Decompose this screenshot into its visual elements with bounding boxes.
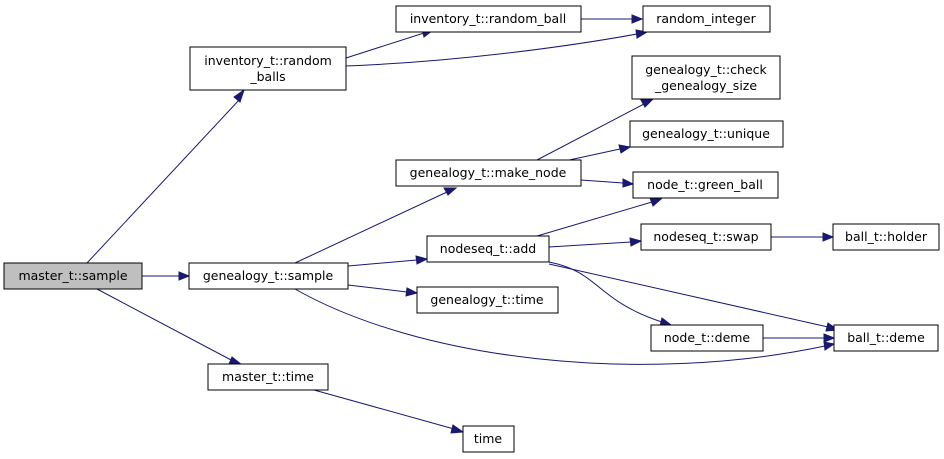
svg-text:node_t::deme: node_t::deme: [664, 330, 751, 345]
svg-text:genealogy_t::make_node: genealogy_t::make_node: [410, 165, 567, 180]
svg-text:ball_t::deme: ball_t::deme: [847, 330, 925, 345]
node-genealogy-check-genealogy-size[interactable]: genealogy_t::check _genealogy_size: [631, 55, 781, 100]
svg-text:_balls: _balls: [249, 69, 285, 84]
edge-nodeseq-add-to-node-deme: [548, 261, 673, 327]
edge-master-time-to-time: [313, 389, 465, 434]
node-nodeseq-add[interactable]: nodeseq_t::add: [426, 235, 550, 263]
svg-text:node_t::green_ball: node_t::green_ball: [647, 177, 763, 192]
node-genealogy-time[interactable]: genealogy_t::time: [416, 286, 559, 314]
svg-text:time: time: [474, 431, 503, 446]
edge-master-sample-to-master-time: [96, 288, 244, 366]
edge-make-node-to-green-ball: [580, 178, 635, 188]
svg-text:genealogy_t::sample: genealogy_t::sample: [203, 268, 334, 283]
edge-make-node-to-unique: [559, 144, 632, 163]
node-inventory-random-ball[interactable]: inventory_t::random_ball: [395, 5, 582, 33]
svg-text:inventory_t::random_ball: inventory_t::random_ball: [410, 11, 566, 26]
svg-text:master_t::time: master_t::time: [222, 369, 314, 384]
edge-genealogy-sample-to-make-node: [294, 187, 458, 264]
node-master-time[interactable]: master_t::time: [207, 363, 329, 391]
node-inventory-random-balls[interactable]: inventory_t::random _balls: [189, 46, 347, 91]
edge-genealogy-sample-to-nodeseq-add: [347, 255, 429, 267]
edge-random-balls-to-random-integer: [345, 29, 649, 67]
svg-text:genealogy_t::check: genealogy_t::check: [645, 62, 767, 77]
edge-random-ball-to-random-integer: [581, 14, 644, 24]
svg-text:nodeseq_t::add: nodeseq_t::add: [440, 241, 536, 256]
edge-node-deme-to-ball-deme: [763, 333, 836, 343]
node-master-sample[interactable]: master_t::sample: [3, 262, 143, 290]
node-genealogy-make-node[interactable]: genealogy_t::make_node: [395, 159, 582, 187]
node-genealogy-sample[interactable]: genealogy_t::sample: [188, 262, 349, 290]
svg-text:ball_t::holder: ball_t::holder: [845, 229, 928, 244]
node-node-deme[interactable]: node_t::deme: [650, 324, 764, 352]
node-random-integer[interactable]: random_integer: [642, 5, 771, 33]
edge-master-sample-to-inventory-random-balls: [86, 88, 245, 264]
edge-genealogy-sample-to-genealogy-time: [347, 284, 419, 297]
svg-text:nodeseq_t::swap: nodeseq_t::swap: [653, 229, 758, 244]
svg-text:random_integer: random_integer: [656, 11, 756, 26]
edge-master-sample-to-genealogy-sample: [142, 271, 191, 281]
edge-nodeseq-add-to-swap: [548, 237, 643, 248]
svg-text:inventory_t::random: inventory_t::random: [204, 53, 332, 68]
node-nodeseq-swap[interactable]: nodeseq_t::swap: [640, 223, 772, 251]
edge-genealogy-sample-to-ball-deme: [294, 288, 836, 365]
node-ball-deme[interactable]: ball_t::deme: [833, 324, 939, 352]
edge-swap-to-holder: [771, 232, 835, 242]
node-genealogy-unique[interactable]: genealogy_t::unique: [629, 120, 784, 148]
svg-text:master_t::sample: master_t::sample: [18, 268, 127, 283]
edge-nodeseq-add-to-ball-deme: [548, 263, 840, 332]
svg-text:_genealogy_size: _genealogy_size: [654, 78, 757, 93]
node-node-green-ball[interactable]: node_t::green_ball: [632, 171, 779, 199]
edge-random-balls-to-random-ball: [345, 28, 435, 59]
node-time[interactable]: time: [462, 425, 515, 453]
svg-text:genealogy_t::unique: genealogy_t::unique: [642, 126, 770, 141]
svg-text:genealogy_t::time: genealogy_t::time: [430, 292, 543, 307]
node-ball-holder[interactable]: ball_t::holder: [832, 223, 940, 251]
